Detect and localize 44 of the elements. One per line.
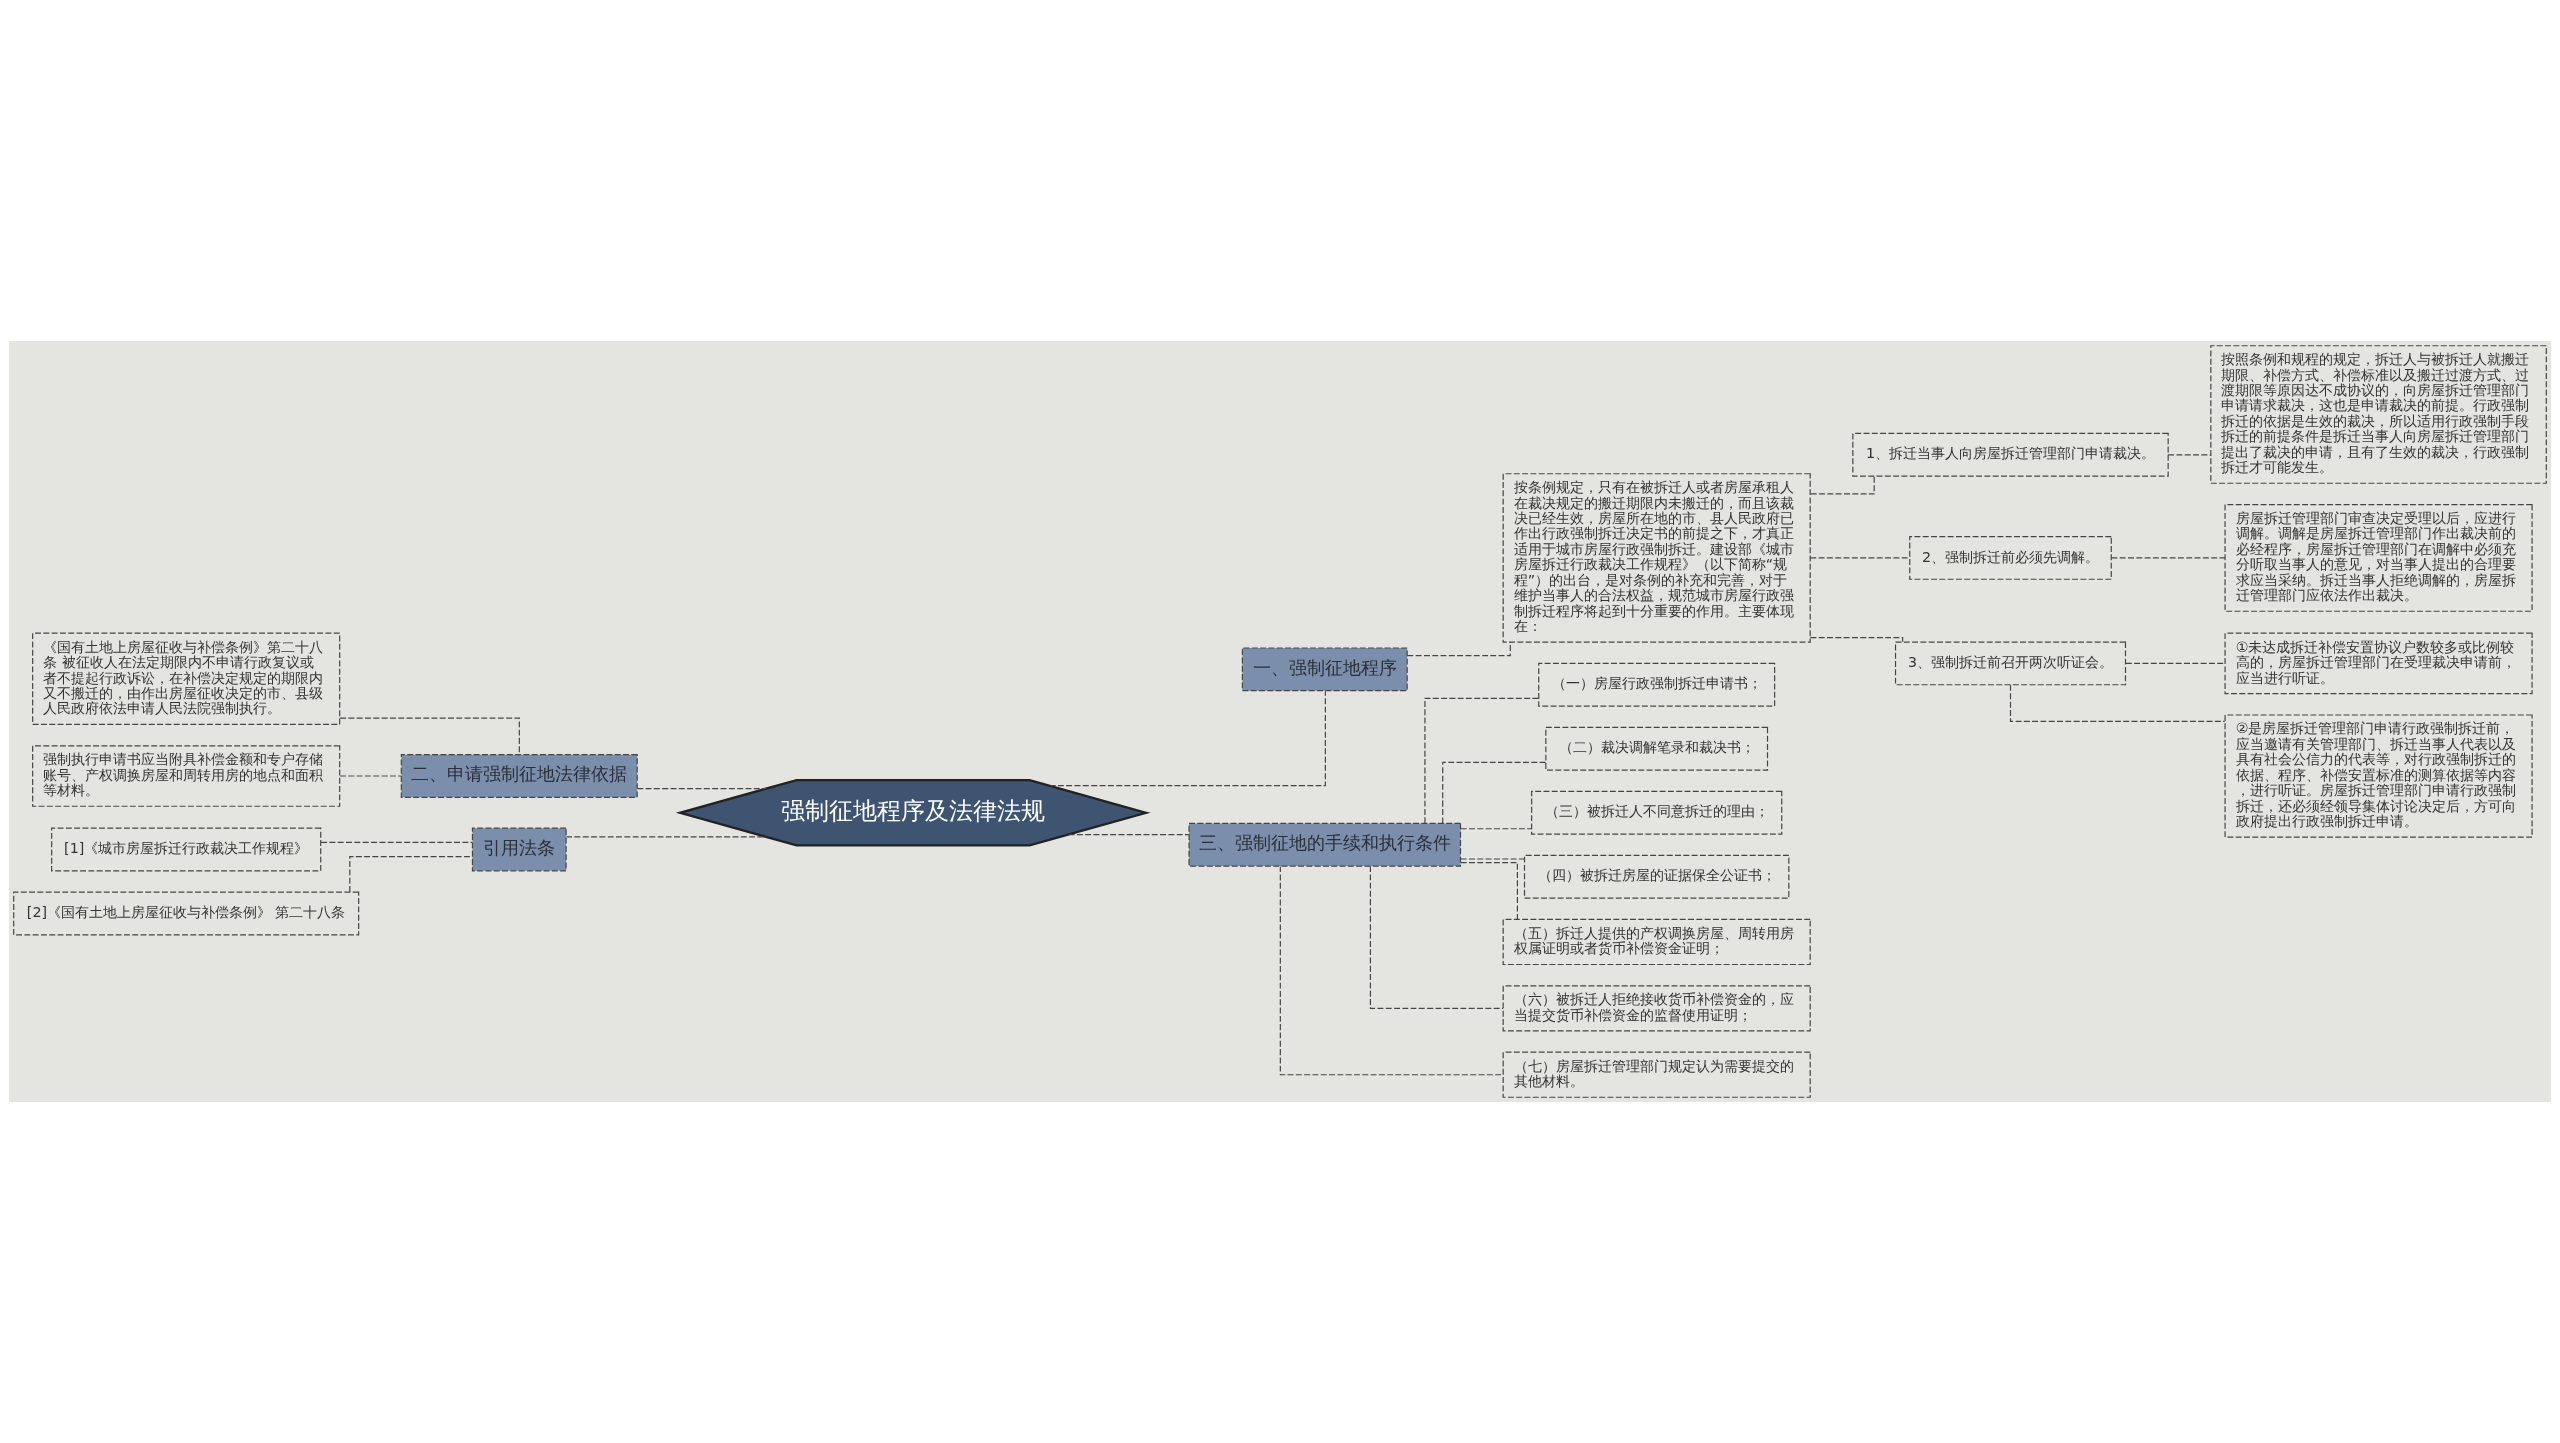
- node-box: 按照条例和规程的规定，拆迁人与被拆迁人就搬迁期限、补偿方式、补偿标准以及搬迁过渡方式、过渡期限等原因达不成协议的，向房屋拆迁管理部门申请请求裁决，这也是申请裁决的前提。行政强制拆迁的依据是生效的裁决，所以适用行政强制手段拆迁的前提条件是拆迁当事人向房屋拆迁管理部门提出了裁决的申请，且有了生效的裁决，行政强制拆迁才可能发生。: [2210, 345, 2547, 484]
- node-box: （二）裁决调解笔录和裁决书；: [1545, 726, 1769, 771]
- node-box: 按条例规定，只有在被拆迁人或者房屋承租人在裁决规定的搬迁期限内未搬迁的，而且该裁决已经生效，房屋所在地的市、县人民政府已作出行政强制拆迁决定书的前提之下，才真正适用于城市房屋行政强制拆迁。建设部《城市房屋拆迁行政裁决工作规程》（以下简称“规程”）的出台，是对条例的补充和完善，对于维护当事人的合法权益，规范城市房屋行政强制拆迁程序将起到十分重要的作用。主要体现在：: [1502, 473, 1811, 643]
- node-box: [1]《城市房屋拆迁行政裁决工作规程》: [51, 827, 322, 872]
- node-box: ②是房屋拆迁管理部门申请行政强制拆迁前，应当邀请有关管理部门、拆迁当事人代表以及具有社会公信力的代表等，对行政强制拆迁的依据、程序、补偿安置标准的测算依据等内容，进行听证。房屋拆迁管理部门申请行政强制拆迁，还必须经领导集体讨论决定后，方可向政府提出行政强制拆迁申请。: [2224, 714, 2533, 838]
- node-box: （六）被拆迁人拒绝接收货币补偿资金的，应当提交货币补偿资金的监督使用证明；: [1502, 985, 1811, 1032]
- node-box: ①未达成拆迁补偿安置协议户数较多或比例较高的，房屋拆迁管理部门在受理裁决申请前，应当进行听证。: [2224, 632, 2533, 695]
- connector: [1049, 690, 1326, 787]
- connector: [320, 841, 473, 843]
- connector: [349, 856, 473, 893]
- connector: [2167, 454, 2212, 456]
- node-box: 1、拆迁当事人向房屋拆迁管理部门申请裁决。: [1852, 432, 2169, 477]
- connector: [1460, 861, 1518, 921]
- node-box: 房屋拆迁管理部门审查决定受理以后，应进行调解。调解是房屋拆迁管理部门作出裁决前的必经程序，房屋拆迁管理部门在调解中必须充分听取当事人的意见，对当事人提出的合理要求应当采纳。拆迁当事人拒绝调解的，房屋拆迁管理部门应依法作出裁决。: [2224, 504, 2533, 612]
- node-box: 三、强制征地的手续和执行条件: [1188, 822, 1462, 867]
- node-box: （三）被拆迁人不同意拆迁的理由；: [1531, 790, 1783, 835]
- node-box: （五）拆迁人提供的产权调换房屋、周转用房权属证明或者货币补偿资金证明；: [1502, 918, 1811, 966]
- connector: [1460, 858, 1525, 860]
- connector: [339, 717, 520, 756]
- node-box: 2、强制拆迁前必须先调解。: [1909, 536, 2112, 580]
- node-box: 引用法条: [471, 827, 567, 872]
- connector: [1460, 828, 1533, 830]
- node-box: 强制执行申请书应当附具补偿金额和专户存储账号、产权调换房屋和周转用房的地点和面积等材料。: [32, 745, 341, 807]
- connector: [339, 775, 402, 777]
- connector: [636, 788, 767, 790]
- node-box: （七）房屋拆迁管理部门规定认为需要提交的其他材料。: [1502, 1051, 1811, 1098]
- connector: [1406, 641, 1511, 657]
- node-box: （四）被拆迁房屋的证据保全公证书；: [1523, 854, 1790, 899]
- connector: [1809, 637, 1904, 643]
- node-box: 一、强制征地程序: [1241, 647, 1408, 692]
- connector: [2009, 684, 2226, 722]
- connector: [1279, 865, 1504, 1076]
- connector: [1369, 865, 1504, 1009]
- node-box: 《国有土地上房屋征收与补偿条例》第二十八条 被征收人在法定期限内不申请行政复议或者不提起行政诉讼，在补偿决定规定的期限内又不搬迁的，由作出房屋征收决定的市、县级人民政府依法申请人民法院强制执行。: [32, 632, 341, 726]
- connector: [2125, 662, 2226, 664]
- connector: [1442, 761, 1547, 824]
- connector: [2110, 557, 2226, 559]
- connector: [565, 836, 767, 838]
- node-box: 3、强制拆迁前召开两次听证会。: [1894, 641, 2127, 686]
- node-box: 二、申请强制征地法律依据: [400, 754, 638, 798]
- connector: [1809, 557, 1911, 559]
- node-box: （一）房屋行政强制拆迁申请书；: [1538, 662, 1776, 707]
- connector: [1068, 833, 1190, 836]
- node-box: [2]《国有土地上房屋征收与补偿条例》 第二十八条: [13, 891, 360, 936]
